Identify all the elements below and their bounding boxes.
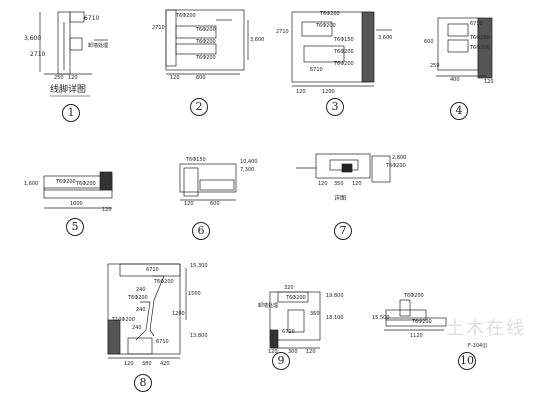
rebar-label: T6Φ200: [76, 181, 96, 187]
dim-label: 250: [430, 63, 440, 69]
rebar-label: T6Φ200: [316, 23, 336, 29]
detail-number-10: 10: [458, 352, 476, 370]
detail-number-8: 8: [134, 374, 152, 392]
rebar-label: T6Φ200: [128, 295, 148, 301]
dim-label: 6710: [282, 329, 295, 335]
note-label: 卸墙处理: [258, 303, 279, 309]
dim-label: 120: [352, 181, 362, 187]
dim-label: 600: [210, 201, 220, 207]
dim-label: 300: [288, 349, 298, 355]
watermark-text: 土木在线: [446, 318, 526, 339]
dim-label: 18,100: [326, 315, 344, 321]
dim-label: 15,300: [190, 263, 208, 269]
dim-label: 400: [450, 77, 460, 83]
rebar-label: T6Φ200: [334, 49, 354, 55]
dim-label: 120: [170, 75, 180, 81]
detail-title: 详图: [334, 195, 347, 202]
dim-label: 3,600: [250, 37, 265, 43]
detail-number-3: 3: [326, 98, 344, 116]
detail-number-9: 9: [272, 352, 290, 370]
dim-label: 380: [142, 361, 152, 367]
dim-label: 3,600: [378, 35, 393, 41]
dim-label: 19,800: [326, 293, 344, 299]
detail-title: 线脚详图: [50, 85, 87, 95]
rebar-label: T6Φ200: [334, 61, 354, 67]
dim-label: 6710: [156, 339, 169, 345]
dim-label: 360: [310, 311, 320, 317]
dim-label: 2710: [30, 51, 46, 58]
rebar-label: T10Φ200: [112, 317, 135, 323]
dim-label: 10,400: [240, 159, 258, 165]
dim-label: 420: [160, 361, 170, 367]
rebar-label: T6Φ200: [196, 39, 216, 45]
dim-label: 120: [318, 181, 328, 187]
detail-number-1: 1: [62, 104, 80, 122]
detail-number-4: 4: [450, 102, 468, 120]
detail-number-6: 6: [192, 222, 210, 240]
rebar-label: T6Φ200: [386, 163, 406, 169]
dim-label: 1200: [172, 311, 185, 317]
rebar-label: T6Φ150: [334, 37, 354, 43]
dim-label: 350: [334, 181, 344, 187]
dim-label: 120: [102, 207, 112, 213]
dim-label: 6710: [84, 15, 100, 22]
dim-label: 120: [184, 201, 194, 207]
rebar-label: T6Φ200: [196, 55, 216, 61]
rebar-label: T6Φ200: [412, 319, 432, 325]
dim-label: 120: [268, 349, 278, 355]
dim-label: 250: [54, 75, 64, 81]
detail-number-2: 2: [190, 98, 208, 116]
dim-label: 320: [284, 285, 294, 291]
dim-label: 120: [68, 75, 78, 81]
dim-label: 120: [484, 79, 494, 85]
dim-label: 600: [196, 75, 206, 81]
dim-label: 120: [296, 89, 306, 95]
dim-label: 13,800: [190, 333, 208, 339]
dim-label: 600: [424, 39, 434, 45]
dim-label: 120: [124, 361, 134, 367]
note-label: 卸墙处理: [88, 43, 109, 49]
dim-label: 6710: [146, 267, 159, 273]
rebar-label: T6Φ200: [196, 27, 216, 33]
detail-number-5: 5: [66, 218, 84, 236]
dim-label: 15,500: [372, 315, 390, 321]
rebar-label: T6Φ200: [320, 11, 340, 17]
dim-label: 240: [132, 325, 142, 331]
rebar-label: T6Φ200: [470, 35, 490, 41]
dim-label: 2710: [152, 25, 165, 31]
dim-label: 1,600: [24, 181, 39, 187]
dim-label: 6710: [310, 67, 323, 73]
rebar-label: T6Φ200: [404, 293, 424, 299]
rebar-label: T6Φ150: [186, 157, 206, 163]
dim-label: 240: [136, 287, 146, 293]
dim-label: 3,600: [24, 35, 42, 42]
dim-label: 1500: [188, 291, 201, 297]
drawing-code: F-104(J): [468, 343, 488, 349]
dim-label: 1120: [410, 333, 423, 339]
rebar-label: T6Φ200: [56, 179, 76, 185]
rebar-label: T6Φ200: [154, 279, 174, 285]
dim-label: 1000: [70, 201, 83, 207]
dim-label: 2710: [276, 29, 289, 35]
rebar-label: T6Φ200: [286, 295, 306, 301]
rebar-label: T6Φ200: [176, 13, 196, 19]
dim-label: 6710: [470, 21, 483, 27]
rebar-label: T6Φ200: [470, 45, 490, 51]
detail-number-7: 7: [334, 222, 352, 240]
dim-label: 7,300: [240, 167, 255, 173]
dim-label: 1200: [322, 89, 335, 95]
dim-label: 120: [306, 349, 316, 355]
dim-label: 240: [136, 307, 146, 313]
dim-label: 2,800: [392, 155, 407, 161]
